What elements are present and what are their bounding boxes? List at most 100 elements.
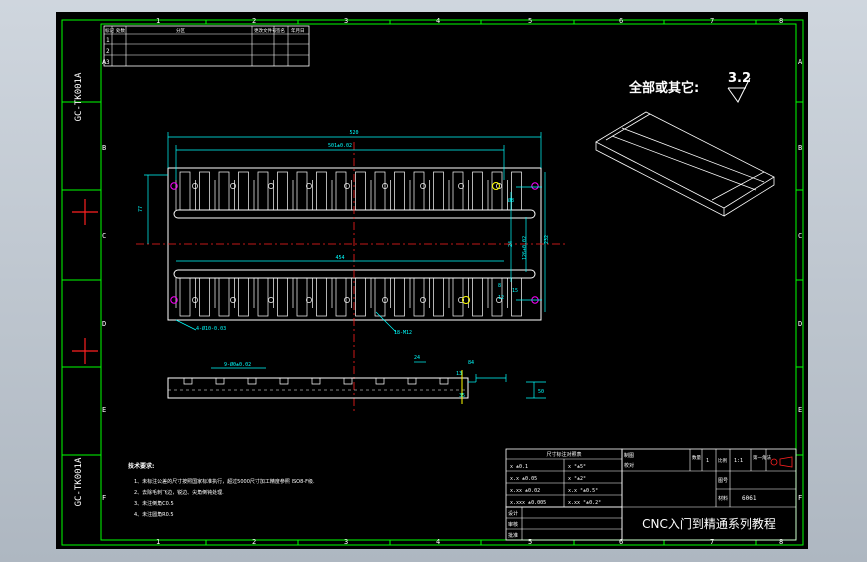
isometric-part-view: [595, 111, 775, 217]
top-zone-number-2: 2: [252, 17, 256, 25]
top-zone-number-8: 8: [779, 17, 783, 25]
lower-tooth: [218, 277, 230, 317]
tb-drawing-no-label: 图号: [718, 478, 728, 484]
lower-tooth: [511, 277, 522, 317]
locating-pin-hole: [170, 182, 178, 190]
side-notch: [343, 378, 353, 385]
lower-tooth: [374, 277, 386, 317]
lower-tooth: [394, 277, 405, 317]
lower-tooth: [179, 277, 191, 317]
dim-side-50: 50: [538, 389, 544, 395]
drawing-code-upper: GC-TK001A: [74, 72, 84, 121]
dim-right-8: 8: [498, 283, 501, 289]
notes-title: 技术要求:: [128, 462, 154, 470]
registration-cross-upper: [72, 199, 98, 225]
lower-tooth: [257, 277, 269, 317]
lower-tooth: [355, 277, 366, 317]
m12-hole: [192, 183, 198, 189]
m12-hole: [458, 183, 464, 189]
m12-hole: [306, 297, 312, 303]
marked-hole: [462, 296, 470, 304]
zone-markers: [62, 20, 803, 545]
bottom-zone-number-5: 5: [528, 538, 532, 546]
inner-border: [100, 23, 797, 541]
m12-hole: [268, 297, 274, 303]
tolerance-angular: x °±2°: [568, 476, 586, 482]
locating-pin-hole: [170, 296, 178, 304]
dim-hole-span: 501±0.02: [328, 143, 352, 149]
upper-tooth: [218, 171, 230, 211]
revision-header-cell: 分区: [176, 27, 185, 34]
lower-tooth: [472, 277, 483, 317]
notes-list: 1、未标注公差的尺寸按照国家标准执行，超过5000尺寸加工精度参照 ISO8-F…: [134, 478, 315, 518]
lower-tooth: [433, 277, 444, 317]
m12-hole: [192, 297, 198, 303]
side-notch: [183, 378, 193, 385]
m12-hole: [230, 183, 236, 189]
tb-drawing: 制图: [624, 452, 634, 459]
left-zone-letter-A: A: [102, 58, 107, 66]
dim-overall-width: 520: [349, 130, 358, 136]
right-zone-letter-B: B: [798, 144, 802, 152]
left-zone-letter-C: C: [102, 232, 106, 240]
approval-check: 审核: [508, 521, 518, 528]
tb-material-value: 6061: [742, 495, 757, 502]
tb-qty-label: 数量: [692, 454, 701, 461]
tb-qty-value: 1: [706, 458, 709, 464]
revision-table: 标记处数分区更改文件号签名年月日 123: [103, 25, 310, 67]
tolerance-angular: x.xx °±0.2°: [568, 500, 601, 506]
lower-slot: [173, 269, 536, 279]
comb-teeth: [175, 171, 522, 317]
dim-right-126: 126±0.02: [522, 236, 528, 260]
approval-approve: 批准: [508, 532, 518, 539]
side-notch: [407, 378, 417, 385]
upper-tooth: [413, 171, 425, 211]
tb-projection-label: 第一角法: [753, 454, 771, 461]
top-zone-number-5: 5: [528, 17, 532, 25]
revision-row-number: 2: [106, 48, 110, 55]
bottom-zone-number-8: 8: [779, 538, 783, 546]
revision-header-cell: 处数: [116, 27, 125, 34]
note-item: 4、未注圆角R0.5: [134, 511, 174, 518]
upper-tooth: [199, 171, 210, 211]
lower-tooth: [296, 277, 308, 317]
top-zone-number-3: 3: [344, 17, 348, 25]
top-zone-number-1: 1: [156, 17, 160, 25]
dim-side-13: 13: [456, 371, 462, 377]
upper-tooth: [491, 171, 503, 211]
bottom-zone-number-3: 3: [344, 538, 348, 546]
dimension-lines: [144, 132, 546, 399]
dim-hole-diameter: Ø8: [508, 197, 514, 204]
upper-tooth: [335, 171, 347, 211]
dim-right-15: 15: [512, 288, 518, 294]
dim-side-pitch: 9-Ø0±0.02: [224, 361, 251, 368]
outer-border: [61, 19, 804, 546]
side-notch: [311, 378, 321, 385]
lower-tooth: [335, 277, 347, 317]
bottom-zone-number-4: 4: [436, 538, 440, 546]
side-notch: [279, 378, 289, 385]
upper-tooth: [472, 171, 483, 211]
dim-slot-length: 454: [335, 255, 344, 261]
right-zone-letter-E: E: [798, 406, 802, 414]
lower-tooth: [413, 277, 425, 317]
side-view: [167, 370, 469, 404]
m12-hole: [382, 183, 388, 189]
upper-tooth: [394, 171, 405, 211]
revision-table-header: 标记处数分区更改文件号签名年月日: [105, 27, 305, 34]
tb-proofread: 校对: [624, 462, 634, 469]
upper-tooth: [296, 171, 308, 211]
dim-holes-right: 18-M12: [394, 330, 412, 336]
upper-tooth: [355, 171, 366, 211]
right-zone-letter-A: A: [798, 58, 803, 66]
tb-scale-value: 1:1: [734, 458, 743, 464]
plan-view: [136, 142, 566, 412]
m12-hole: [458, 297, 464, 303]
left-zone-letter-F: F: [102, 494, 106, 502]
revision-header-cell: 标记: [105, 27, 114, 34]
dim-side-35: 35: [459, 393, 465, 399]
